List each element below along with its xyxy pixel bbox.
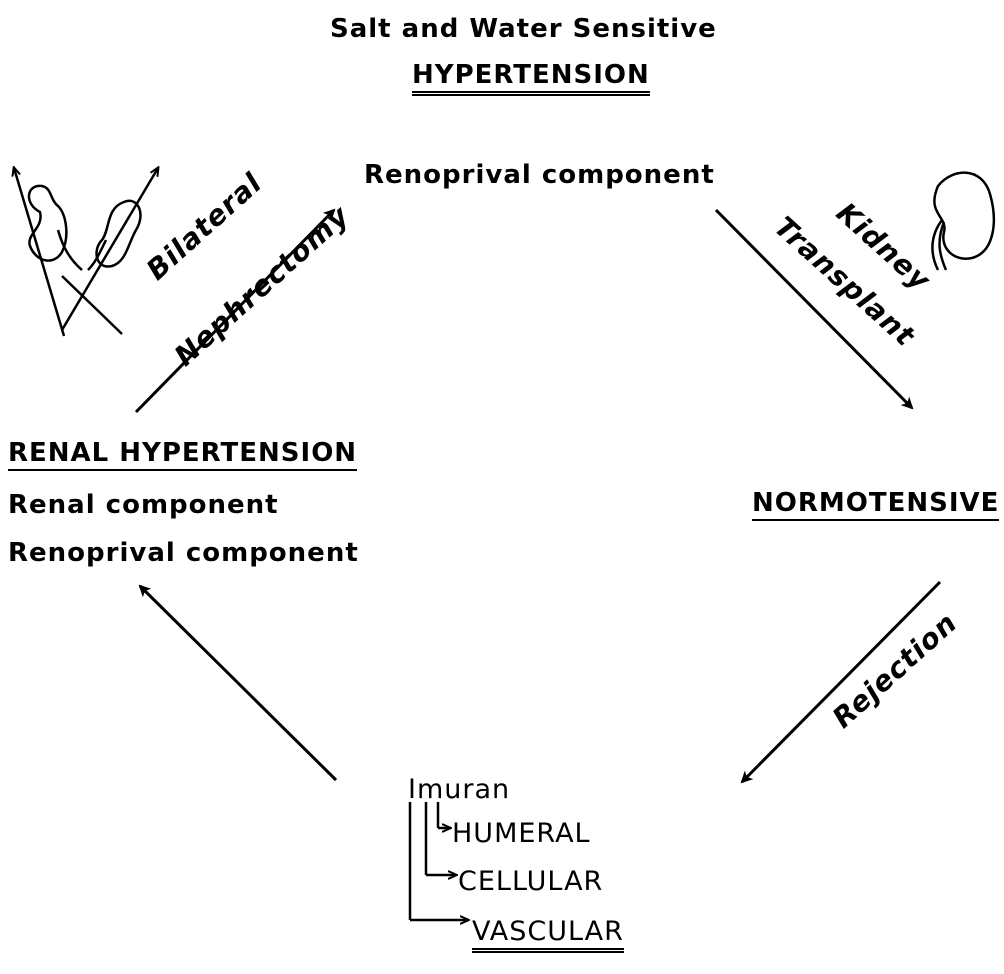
kidney-pair-removed-icon <box>14 168 158 336</box>
arrow-bilateral-nephrectomy <box>136 210 334 412</box>
imuran-tree-lines <box>410 802 468 920</box>
arrow-rejection <box>742 582 940 782</box>
arrow-kidney-transplant <box>716 210 912 408</box>
kidney-icon <box>932 173 993 270</box>
arrow-return-to-renal <box>140 586 336 780</box>
